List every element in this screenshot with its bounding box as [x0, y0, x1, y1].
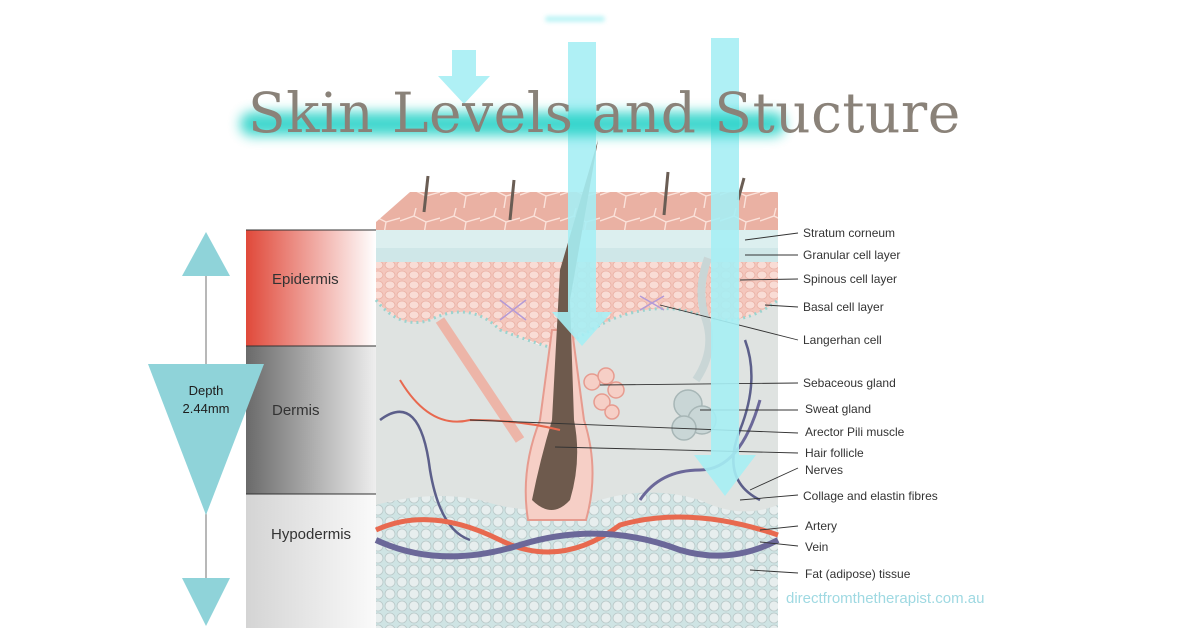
depth-indicator: [148, 232, 264, 626]
dermis-band: [246, 346, 376, 494]
label-nerves: Nerves: [805, 463, 844, 477]
epidermis-label: Epidermis: [272, 271, 339, 288]
label-sweat-gland: Sweat gland: [805, 402, 872, 416]
label-granular-cell-layer: Granular cell layer: [803, 248, 901, 262]
epidermis-band: [246, 230, 376, 346]
page-title: Skin Levels and Stucture: [248, 81, 961, 145]
depth-label: Depth 2.44mm: [176, 382, 236, 418]
title-glow: [240, 112, 785, 136]
dermis-label: Dermis: [272, 402, 320, 419]
depth-line-1: Depth: [188, 383, 224, 398]
source-url: directfromthetherapist.com.au: [786, 590, 985, 607]
label-hair-follicle: Hair follicle: [805, 446, 864, 460]
overlay-arrows: [438, 38, 756, 496]
label-arector-pili-muscle: Arector Pili muscle: [805, 425, 905, 439]
label-langerhan-cell: Langerhan cell: [803, 333, 882, 347]
label-collage-elastin: Collage and elastin fibres: [803, 489, 938, 503]
label-sebaceous-gland: Sebaceous gland: [803, 376, 896, 390]
label-spinous-cell-layer: Spinous cell layer: [803, 272, 898, 286]
label-vein: Vein: [805, 540, 829, 554]
hypodermis-band: [246, 494, 376, 628]
label-stratum-corneum: Stratum corneum: [803, 226, 896, 240]
glow-accent: [545, 16, 605, 22]
label-basal-cell-layer: Basal cell layer: [803, 300, 884, 314]
label-fat-tissue: Fat (adipose) tissue: [805, 567, 911, 581]
depth-line-2: 2.44mm: [182, 401, 230, 416]
label-artery: Artery: [805, 519, 838, 533]
hypodermis-label: Hypodermis: [271, 526, 352, 543]
leader-lines: [469, 232, 799, 574]
